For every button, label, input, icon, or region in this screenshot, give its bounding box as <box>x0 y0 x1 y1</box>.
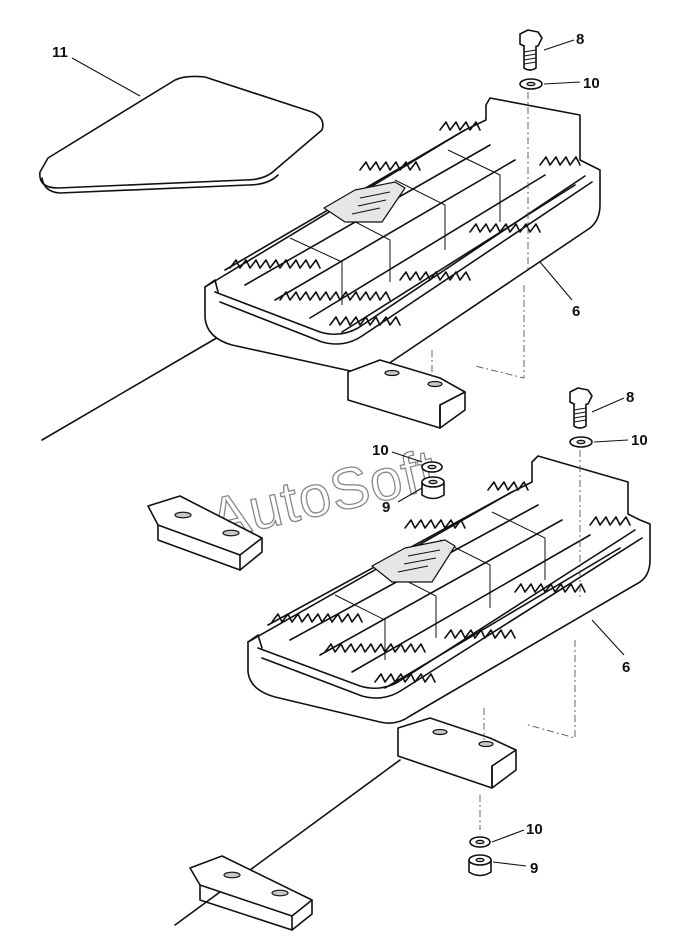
part-6-lower-footrest <box>247 455 651 724</box>
left-bracket <box>147 495 263 571</box>
callout-11: 11 <box>52 44 68 61</box>
part-9-bottom-nut <box>468 854 492 877</box>
callout-8-top: 8 <box>576 31 584 48</box>
upper-bracket <box>347 359 466 429</box>
callout-10-bottom: 10 <box>526 821 543 838</box>
callout-10-mid-left: 10 <box>372 442 389 459</box>
callout-9-mid: 9 <box>382 499 390 516</box>
part-9-mid-nut <box>421 476 445 500</box>
part-10-mid-washer <box>421 461 443 473</box>
callout-6-top: 6 <box>572 303 580 320</box>
callout-10-top: 10 <box>583 75 600 92</box>
part-10-top-washer <box>519 78 543 90</box>
part-8-mid-bolt <box>569 387 593 429</box>
callout-6-bottom: 6 <box>622 659 630 676</box>
callout-9-bottom: 9 <box>530 860 538 877</box>
part-6-upper-footrest <box>41 97 601 441</box>
callout-8-mid: 8 <box>626 389 634 406</box>
lower-bracket <box>174 717 517 926</box>
bottom-left-bracket <box>189 855 313 931</box>
part-10-bottom-washer <box>469 836 491 848</box>
part-11-mat <box>39 75 324 194</box>
part-10-mid-right-washer <box>569 436 593 448</box>
part-8-top-bolt <box>519 29 543 71</box>
callout-10-mid-right: 10 <box>631 432 648 449</box>
